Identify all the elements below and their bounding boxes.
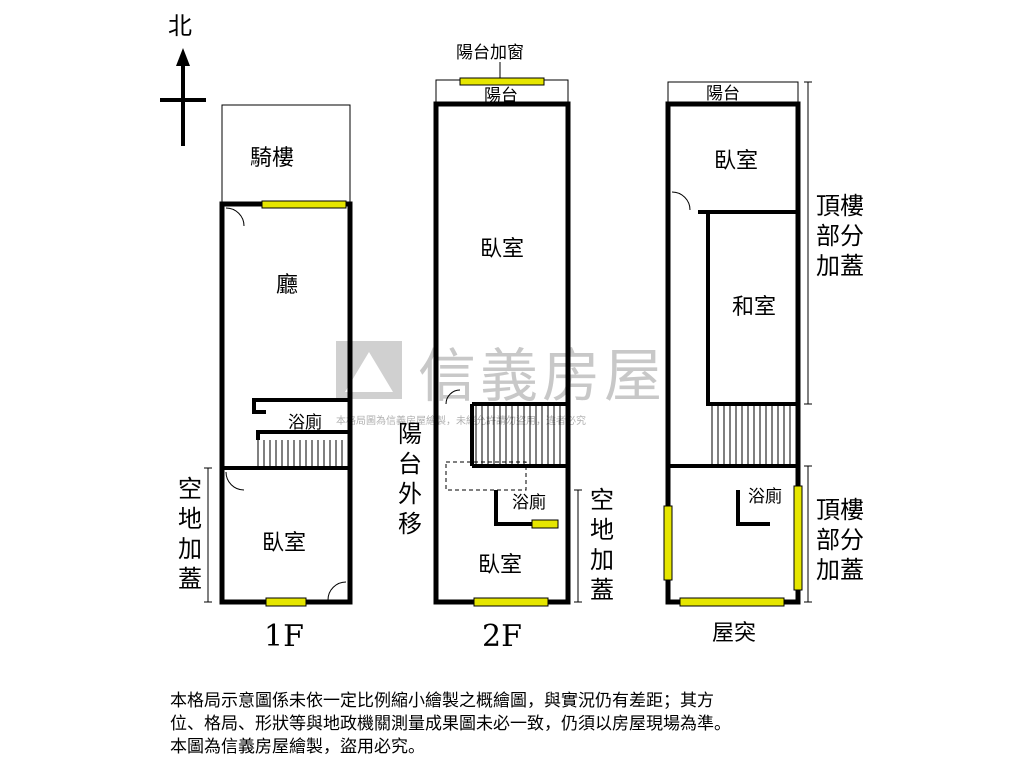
watermark-logo-icon xyxy=(336,341,402,399)
2f-balcony-window xyxy=(459,77,545,86)
1f-floor-label: 1F xyxy=(264,619,304,654)
roof-addition-bracket-lower xyxy=(804,465,812,603)
roof-side-window-right xyxy=(793,485,803,591)
floor-roof: 陽台 臥室 和室 浴廁 頂樓部分加蓋 xyxy=(663,81,864,646)
1f-bath-label: 浴廁 xyxy=(288,412,322,433)
2f-bath-window xyxy=(531,519,559,529)
1f-bedroom-label: 臥室 xyxy=(262,531,306,556)
north-arrow-icon xyxy=(160,48,206,146)
roof-outer-wall xyxy=(665,101,801,605)
floor-1f: 騎樓 廳 浴廁 臥室 xyxy=(178,104,353,654)
disclaimer-line-3: 本圖為信義房屋繪製，盜用必究。 xyxy=(170,737,425,757)
watermark: 信義房屋 本格局圖為信義房屋繪製，未經允許請勿盜用，違者必究 xyxy=(336,341,666,427)
2f-door-icon xyxy=(445,389,461,405)
hall-label: 廳 xyxy=(276,273,298,298)
roof-addition-upper-label: 頂樓部分加蓋 xyxy=(816,192,864,280)
roof-floor-label: 屋突 xyxy=(712,621,756,646)
1f-annex-bracket xyxy=(204,467,212,603)
roof-addition-bracket-upper xyxy=(804,81,812,405)
watermark-brand: 信義房屋 xyxy=(418,342,666,410)
north-label: 北 xyxy=(168,12,192,40)
disclaimer-line-1: 本格局示意圖係未依一定比例縮小繪製之概繪圖，與實況仍有差距；其方 xyxy=(170,691,714,711)
2f-bedroom-main-label: 臥室 xyxy=(480,237,524,262)
roof-bath-label: 浴廁 xyxy=(748,486,782,507)
roof-stairs xyxy=(711,404,791,466)
2f-balcony-window-label: 陽台加窗 xyxy=(456,43,524,63)
2f-annex-label: 空地加蓋 xyxy=(590,486,614,604)
roof-rear-window xyxy=(679,597,785,607)
1f-entry-door-icon xyxy=(225,207,245,227)
2f-bedroom-small-label: 臥室 xyxy=(478,553,522,578)
2f-floor-label: 2F xyxy=(482,619,522,654)
1f-annex-label: 空地加蓋 xyxy=(178,475,202,593)
roof-tatami-label: 和室 xyxy=(732,295,776,320)
1f-bedroom-door-icon xyxy=(225,471,245,491)
2f-stairs xyxy=(475,404,561,466)
roof-bedroom-label: 臥室 xyxy=(714,149,758,174)
roof-door-icon xyxy=(671,191,691,211)
2f-balcony-moved-outline xyxy=(445,461,527,491)
2f-annex-bracket xyxy=(574,489,582,603)
1f-stairs xyxy=(257,440,343,468)
1f-front-window xyxy=(261,200,347,209)
2f-rear-window xyxy=(473,597,549,607)
arcade-label: 騎樓 xyxy=(250,146,294,171)
2f-balcony-moved-label: 陽台外移 xyxy=(398,420,422,538)
disclaimer-line-2: 位、格局、形狀等與地政機關測量成果圖未必一致，仍須以房屋現場為準。 xyxy=(170,714,731,734)
disclaimer: 本格局示意圖係未依一定比例縮小繪製之概繪圖，與實況仍有差距；其方 位、格局、形狀… xyxy=(170,690,890,759)
roof-addition-lower-label: 頂樓部分加蓋 xyxy=(816,496,864,584)
roof-balcony-label: 陽台 xyxy=(706,84,740,104)
1f-rear-window xyxy=(265,597,307,607)
floor-2f: 陽台加窗 陽台 臥室 浴廁 陽台外移 臥室 xyxy=(398,43,614,654)
2f-balcony-label: 陽台 xyxy=(484,86,518,106)
1f-rear-door-icon xyxy=(327,581,347,601)
2f-bath-label: 浴廁 xyxy=(512,492,546,513)
roof-side-window-left xyxy=(663,505,673,581)
